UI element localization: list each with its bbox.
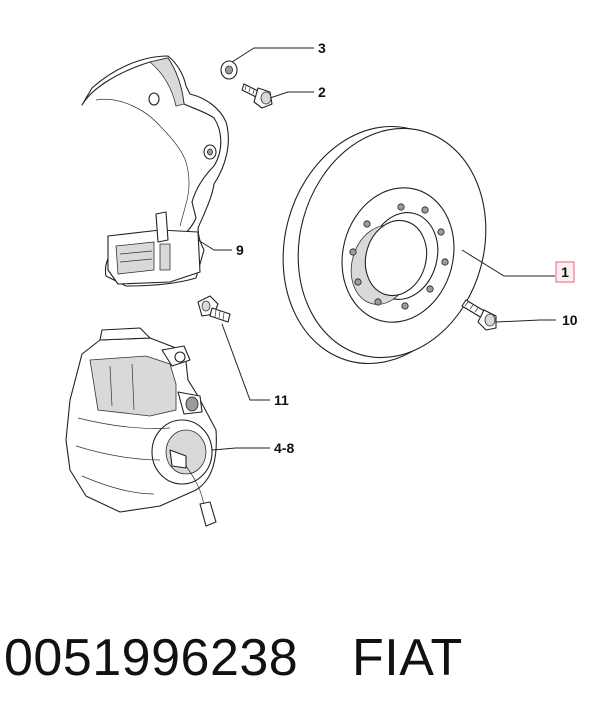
- dust-shield: [81, 55, 229, 287]
- washer: [220, 60, 238, 80]
- leader-11: [221, 323, 270, 401]
- screw-10: [461, 299, 497, 331]
- callout-leaders: [197, 47, 556, 451]
- brake-caliper: [65, 327, 217, 527]
- callouts: 1 2 3 4-8 9 10 11: [236, 40, 578, 456]
- brake-disc: [282, 125, 487, 365]
- leader-2: [269, 91, 314, 99]
- callout-9[interactable]: 9: [236, 242, 244, 258]
- callout-3[interactable]: 3: [318, 40, 326, 56]
- leader-4-8: [211, 447, 270, 451]
- exploded-parts-diagram: 1 2 3 4-8 9 10 11: [65, 40, 578, 527]
- leader-1: [461, 249, 555, 277]
- callout-11[interactable]: 11: [274, 392, 289, 408]
- callout-10[interactable]: 10: [562, 312, 578, 328]
- guide-pin: [197, 295, 231, 323]
- callout-4-8[interactable]: 4-8: [274, 440, 294, 456]
- leader-10: [495, 319, 556, 323]
- leader-9: [197, 239, 232, 251]
- footer: 0051996238 FIAT: [0, 608, 600, 708]
- callout-1[interactable]: 1: [561, 264, 569, 280]
- part-number: 0051996238: [4, 629, 299, 687]
- callout-2[interactable]: 2: [318, 84, 326, 100]
- bolt-2: [241, 83, 273, 109]
- callout-1-highlight: [555, 261, 575, 283]
- brand-name: FIAT: [352, 629, 463, 687]
- leader-3: [231, 47, 314, 63]
